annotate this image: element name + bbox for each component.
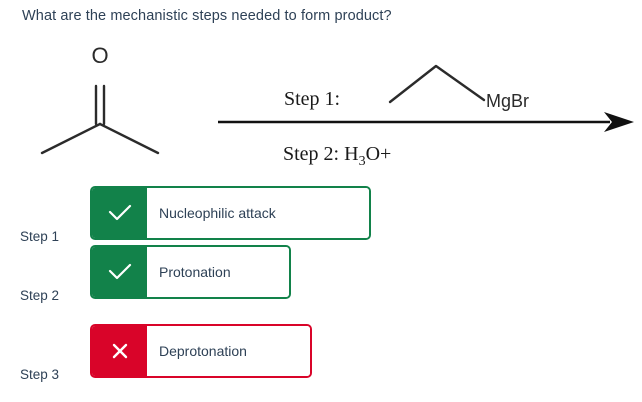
condition-step1-label: Step 1: — [284, 88, 340, 110]
grignard-carbon-chain — [388, 64, 486, 104]
methyl-bond-right — [98, 122, 160, 155]
condition-step2-subscript: 3 — [359, 154, 366, 169]
reaction-scheme: O Step 1: MgBr Step 2: H3O+ — [0, 34, 642, 184]
reaction-scheme-svg: O Step 1: MgBr Step 2: H3O+ — [40, 43, 634, 169]
grignard-reagent-structure — [388, 64, 486, 104]
acetone-structure — [40, 84, 160, 155]
condition-step2-tail: O+ — [366, 143, 392, 165]
step-label-3: Step 3 — [20, 367, 60, 382]
answer-box-step-1[interactable]: Nucleophilic attack — [90, 186, 371, 240]
carbonyl-oxygen-label: O — [91, 43, 108, 68]
answer-label-step-1: Nucleophilic attack — [147, 188, 369, 238]
step-label-2: Step 2 — [20, 288, 60, 303]
check-icon — [92, 247, 147, 297]
answer-label-step-2: Protonation — [147, 247, 289, 297]
answer-label-step-3: Deprotonation — [147, 326, 310, 376]
step-label-1: Step 1 — [20, 229, 60, 244]
methyl-bond-left — [40, 122, 102, 155]
cross-icon — [92, 326, 147, 376]
check-icon — [92, 188, 147, 238]
check-icon-glyph — [108, 263, 131, 280]
grignard-mgbr-label: MgBr — [486, 91, 529, 111]
reaction-arrow — [218, 112, 634, 132]
answer-box-step-2[interactable]: Protonation — [90, 245, 291, 299]
condition-step2-label: Step 2: H3O+ — [283, 143, 391, 169]
reaction-arrow-head — [604, 112, 634, 132]
cross-icon-glyph — [112, 343, 127, 359]
check-icon-glyph — [108, 204, 131, 221]
answer-box-step-3[interactable]: Deprotonation — [90, 324, 312, 378]
question-prompt: What are the mechanistic steps needed to… — [22, 8, 392, 24]
